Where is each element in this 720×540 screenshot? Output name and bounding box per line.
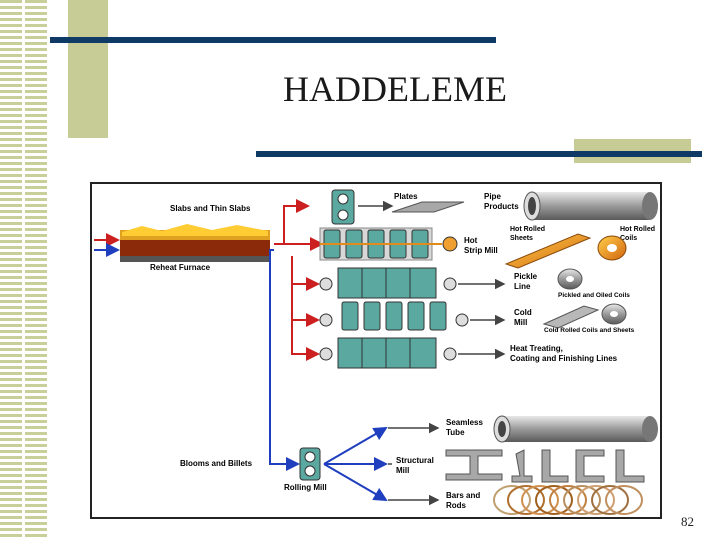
label-hr-sheets-1: Hot Rolled — [510, 226, 545, 233]
plate-mill-stand — [331, 189, 355, 225]
cold-mill-stands — [341, 301, 447, 331]
label-hr-coils-2: Coils — [620, 235, 637, 242]
label-slabs: Slabs and Thin Slabs — [170, 204, 251, 213]
label-structural-1: Structural — [396, 456, 434, 465]
blue-flow-to-bars — [323, 463, 388, 502]
label-plates: Plates — [394, 192, 418, 201]
label-structural-2: Mill — [396, 466, 409, 475]
label-cold-coils: Cold Rolled Coils and Sheets — [544, 327, 635, 334]
heat-treating-tanks — [337, 337, 437, 369]
heat-line-uncoiler — [319, 347, 333, 361]
label-rolling-mill: Rolling Mill — [284, 483, 327, 492]
seamless-tube-shape — [493, 415, 658, 443]
label-pickle-1: Pickle — [514, 272, 538, 281]
label-heat-2: Coating and Finishing Lines — [510, 354, 618, 363]
label-bars-2: Rods — [446, 501, 467, 510]
page-number: 82 — [681, 514, 694, 529]
label-bars-1: Bars and — [446, 491, 480, 500]
label-pickle-2: Line — [514, 282, 531, 291]
bars-rods-coils — [493, 485, 643, 515]
slide-title: HADDELEME — [283, 69, 507, 109]
label-hr-sheets-2: Sheets — [510, 235, 533, 242]
label-pipe-1: Pipe — [484, 192, 501, 201]
plate-product-shape — [391, 201, 465, 213]
label-pipe-2: Products — [484, 202, 519, 211]
blue-flow-to-seamless — [323, 426, 388, 465]
hot-strip-mill-stands — [319, 227, 458, 261]
label-hr-coils-1: Hot Rolled — [620, 226, 655, 233]
blue-flow-to-rolling-mill — [269, 249, 300, 471]
decorative-stripes — [0, 0, 50, 540]
structural-shapes — [445, 449, 645, 483]
red-flow-to-pickle-line — [291, 256, 320, 291]
pickle-line-tanks — [337, 267, 437, 299]
label-hot-strip-1: Hot — [464, 236, 478, 245]
label-pickled-coils: Pickled and Oiled Coils — [558, 292, 630, 299]
label-cold-1: Cold — [514, 308, 532, 317]
red-flow-to-cold-mill — [291, 284, 320, 327]
pickle-uncoiler — [319, 277, 333, 291]
label-seamless-2: Tube — [446, 428, 465, 437]
heat-line-recoiler — [443, 347, 457, 361]
rolling-mill-stand — [299, 447, 321, 481]
pickled-coil-shape — [557, 268, 583, 290]
label-cold-2: Mill — [514, 318, 527, 327]
cold-coil-shape — [601, 303, 627, 325]
cold-mill-recoiler — [455, 313, 469, 327]
label-blooms-billets: Blooms and Billets — [180, 459, 253, 468]
red-flow-to-heat-treating — [291, 320, 320, 361]
label-heat-1: Heat Treating, — [510, 344, 563, 353]
steel-rolling-diagram: Slabs and Thin Slabs Reheat Furnace Bloo… — [90, 182, 662, 519]
label-hot-strip-2: Strip Mill — [464, 246, 498, 255]
decor-bar-top — [50, 37, 496, 43]
label-seamless-1: Seamless — [446, 418, 483, 427]
cold-mill-uncoiler — [319, 313, 333, 327]
decor-bar-bottom — [256, 151, 702, 157]
label-reheat-furnace: Reheat Furnace — [150, 263, 211, 272]
pipe-product-shape — [523, 191, 658, 221]
reheat-furnace — [120, 224, 270, 262]
pickle-recoiler — [443, 277, 457, 291]
cold-sheet-shape — [542, 305, 600, 329]
decor-block-left — [68, 0, 108, 138]
red-flow-to-plate-mill — [274, 199, 310, 245]
rolling-flow-svg: Slabs and Thin Slabs Reheat Furnace Bloo… — [94, 189, 658, 515]
hot-rolled-sheet-shape — [504, 233, 592, 269]
hot-rolled-coil-shape — [597, 235, 627, 261]
